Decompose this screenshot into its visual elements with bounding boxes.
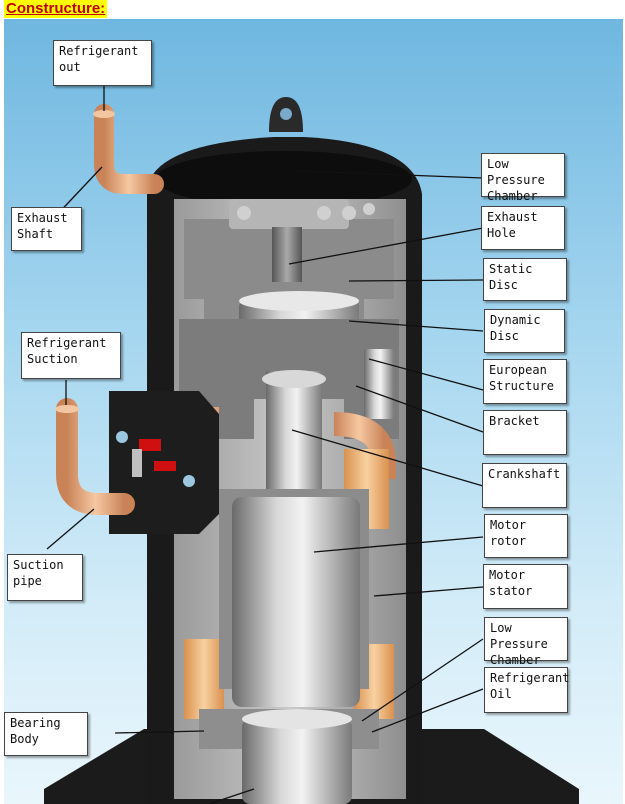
label-refrigerant-out: Refrigerant out	[53, 40, 152, 86]
discharge-cover	[229, 199, 349, 229]
compressor-illustration	[44, 85, 579, 804]
label-refrigerant-suction: Refrigerant Suction	[21, 332, 121, 379]
label-european-structure: European Structure	[483, 359, 567, 404]
compressor-diagram: Refrigerant out Exhaust Shaft Refrigeran…	[4, 19, 623, 804]
label-refrigerant-oil: Refrigerant Oil	[484, 667, 569, 713]
label-bracket: Bracket	[483, 410, 567, 455]
label-dynamic-disc: Dynamic Disc	[484, 309, 565, 353]
label-suction-pipe: Suction pipe	[7, 554, 83, 601]
terminal-red-2	[154, 461, 176, 471]
refrigerant-out-pipe	[94, 104, 164, 194]
exhaust-port	[272, 227, 302, 282]
label-low-pressure-chamber-top: Low Pressure Chamber	[481, 153, 565, 203]
stator-winding-lower-left	[184, 639, 224, 719]
label-exhaust-shaft: Exhaust Shaft	[11, 207, 82, 251]
leader-lines	[46, 85, 484, 804]
label-static-disc: Static Disc	[483, 258, 567, 301]
lower-shaft	[242, 719, 352, 804]
terminal-red-1	[139, 439, 161, 451]
label-crankshaft: Crankshaft	[482, 463, 567, 508]
top-dome	[156, 151, 412, 207]
label-bearing-body: Bearing Body	[4, 712, 88, 756]
label-low-pressure-chamber-bottom: Low Pressure Chamber	[484, 617, 568, 667]
suction-pipe	[56, 398, 135, 515]
motor-rotor	[232, 497, 360, 707]
section-heading: Constructure:	[4, 0, 108, 18]
label-motor-stator: Motor stator	[483, 564, 568, 609]
label-exhaust-hole: Exhaust Hole	[481, 206, 565, 250]
lug-hole	[280, 108, 292, 120]
label-motor-rotor: Motor rotor	[484, 514, 568, 558]
